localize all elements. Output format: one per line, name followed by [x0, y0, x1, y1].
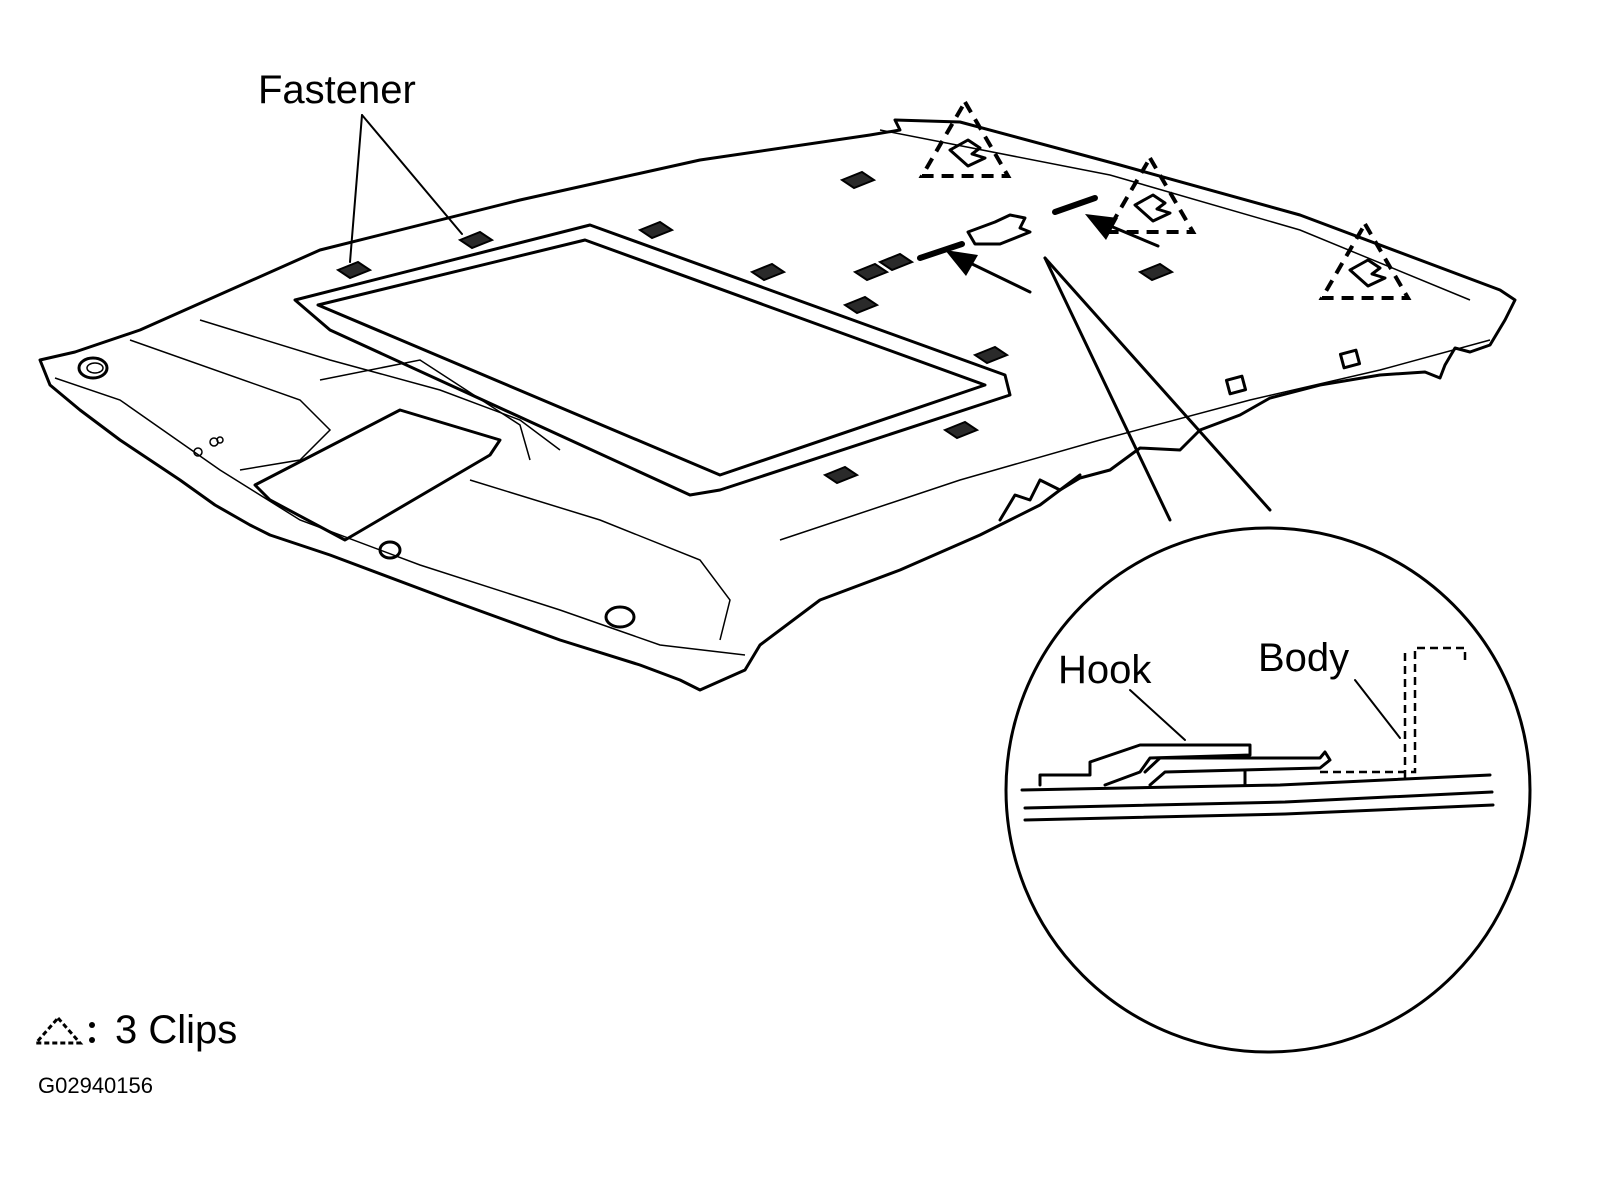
sunroof-opening — [293, 223, 1012, 497]
legend-text: 3 Clips — [115, 1008, 238, 1052]
figure-code: G02940156 — [38, 1073, 153, 1098]
detail-contents — [1020, 646, 1495, 822]
map-light-recess — [253, 408, 502, 542]
direction-arrows — [945, 214, 1160, 294]
clip-marker-3 — [1318, 220, 1412, 300]
hook-part — [917, 195, 1098, 261]
dashed-triangle-clip-icon — [32, 1015, 95, 1045]
fastener-leaders — [349, 114, 463, 263]
clip-markers — [918, 98, 1412, 300]
fastener-label: Fastener — [258, 68, 416, 112]
clip-marker-2 — [1103, 154, 1197, 234]
clip-marker-1 — [918, 98, 1012, 178]
fastener-pads — [335, 170, 1362, 485]
body-label: Body — [1258, 636, 1350, 680]
detail-callout — [1004, 256, 1532, 1054]
headliner-panel — [38, 118, 1517, 692]
mounting-holes — [77, 356, 636, 629]
hook-label: Hook — [1058, 648, 1152, 692]
